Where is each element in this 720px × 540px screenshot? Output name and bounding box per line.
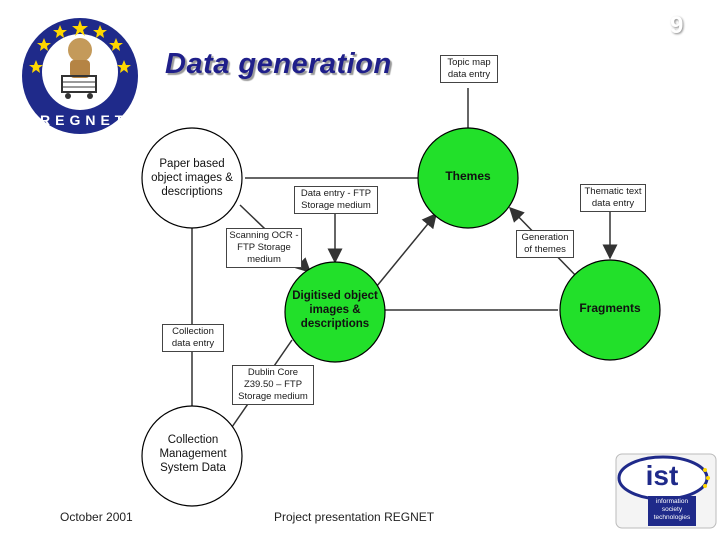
edge-label-collection-entry: Collection data entry [162,324,224,352]
node-digitised-circle [284,261,386,363]
ist-logo [615,453,717,529]
node-paper-label: Paper based object images & descriptions [149,157,235,199]
page-number: 9 [670,12,684,39]
node-digitised-label: Digitised object images & descriptions [292,290,378,330]
ist-logo-main: ist [645,460,679,491]
edge-label-topic-map: Topic map data entry [440,55,498,83]
edge-label-dublin-core: Dublin Core Z39.50 – FTP Storage medium [232,365,314,405]
edge-label-thematic-text: Thematic text data entry [580,184,646,212]
node-cms-label: Collection Management System Data [154,433,232,475]
node-fragments-label: Fragments [579,301,641,315]
edge-label-scanning: Scanning OCR - FTP Storage medium [226,228,302,268]
regnet-logo [22,18,138,134]
footer-center: Project presentation REGNET [274,510,435,524]
regnet-stars [29,20,131,73]
regnet-logo-text: REGNET [40,112,129,128]
edge-label-generation-themes: Generation of themes [516,230,574,258]
edge-label-data-entry-ftp: Data entry - FTP Storage medium [294,186,378,214]
footer-date: October 2001 [60,510,133,524]
ist-logo-sub: information society technologies [653,498,691,521]
edge-digitised-themes [371,212,437,293]
slide-title: Data generation [165,48,392,80]
node-themes-circle [417,127,519,229]
node-themes-label: Themes [445,169,491,183]
node-fragments-circle [559,259,661,361]
